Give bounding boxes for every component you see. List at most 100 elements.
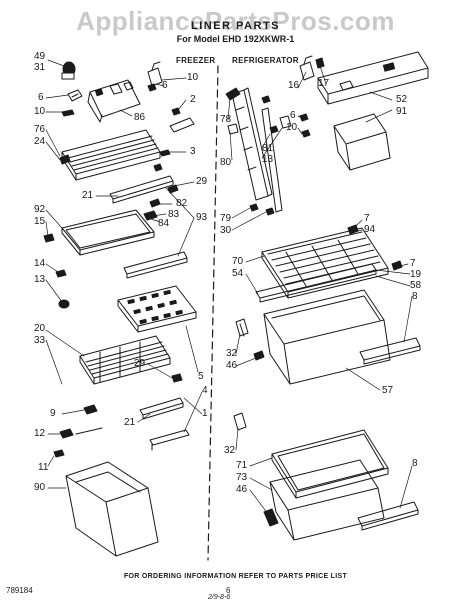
part-shelf-support [60,155,70,164]
callout-label: 71 [236,460,248,471]
callout-label: 79 [220,213,232,224]
part-freezer-tray [62,210,154,255]
callout-label: 2 [190,94,196,105]
part-tray-clip [44,234,54,242]
part-freezer-bin [66,462,158,556]
part-rail-screws [262,96,291,133]
part-shelf-clip-right [392,261,402,270]
part-bracket-hinge [300,56,324,80]
callout-label: 80 [220,157,232,168]
part-freezer-wire-shelf [62,130,160,180]
part-refrigerator-shelf [262,228,388,298]
part-ice-cube-tray [118,286,196,332]
part-pan-support [60,428,102,438]
callout-label: 54 [232,268,244,279]
callout-label: 49 [34,51,46,62]
part-lower-crisper-front [358,502,418,530]
callout-label: 90 [34,482,46,493]
callout-label: 9 [50,408,56,419]
callout-label: 15 [34,216,46,227]
callout-leader-lines [46,60,412,514]
part-refrigerator-control-housing [318,52,428,104]
callout-label: 46 [236,484,248,495]
part-crisper-pan [264,290,390,384]
part-shelf-slide [150,430,189,450]
part-pan-stop [54,450,64,457]
callout-label: 13 [262,154,274,165]
part-clip [68,90,82,101]
part-lower-wire-shelf [80,336,170,384]
part-bracket [148,62,162,86]
callout-label: 6 [290,110,296,121]
callout-label: 86 [134,112,146,123]
callout-label: 81 [262,143,274,154]
callout-label: 17 [318,78,330,89]
callout-label: 52 [396,94,408,105]
part-shelf-rail [110,176,173,203]
callout-label: 4 [202,385,208,396]
callout-label: 10 [286,122,298,133]
part-pan-slide-stop [254,351,264,360]
callout-label: 31 [34,62,46,73]
part-lower-crisper [270,460,384,540]
section-label-refrigerator: REFRIGERATOR [232,56,299,65]
model-subtitle: For Model EHD 192XKWR-1 [176,34,295,44]
part-cam [56,270,66,277]
part-light-shield [226,88,240,134]
part-lower-slide [234,413,246,430]
part-cam-lower [84,405,97,414]
callout-label: 32 [226,348,238,359]
callout-label: 92 [34,204,46,215]
callout-label: 32 [224,445,236,456]
callout-label: 19 [410,269,422,280]
part-cover-plate [170,118,194,132]
callout-label: 10 [187,72,199,83]
callout-label: 21 [82,190,94,201]
callout-label: 24 [34,136,46,147]
callout-label: 29 [196,176,208,187]
callout-label: 84 [158,218,170,229]
callout-label: 76 [34,124,46,135]
callout-label: 8 [412,458,418,469]
callout-label: 11 [38,462,49,473]
ordering-info-footer: FOR ORDERING INFORMATION REFER TO PARTS … [123,573,348,580]
callout-label: 16 [288,80,300,91]
callout-label: 1 [202,408,208,419]
part-bracket-pin [148,84,156,91]
callout-label: 13 [34,274,46,285]
part-control-housing [88,80,140,122]
part-lamp-bulb [62,62,75,79]
callout-label: 73 [236,472,248,483]
part-screw [62,110,74,116]
part-shelf-clip [348,225,358,234]
part-lower-rail [140,398,183,419]
part-support-button [59,300,69,308]
callout-label: 6 [38,92,44,103]
callout-label: 20 [34,323,46,334]
part-screw-3 [154,150,170,171]
callout-label: 33 [34,335,46,346]
part-dairy-bin [334,114,390,170]
part-shelf-end-cap [172,374,182,382]
callout-label: 12 [34,428,46,439]
part-front-rail [124,252,187,278]
callout-label: 93 [196,212,208,223]
callout-label: 83 [168,209,180,220]
document-code: 789184 [6,586,33,595]
callout-label: 14 [34,258,46,269]
part-pan-slide-left [236,319,248,336]
callout-label: 70 [232,256,244,267]
diagram-title: LINER PARTS [190,20,281,32]
part-rail-right [262,108,282,212]
callout-label: 10 [34,106,46,117]
watermark: AppliancePartsPros.com [76,6,395,36]
callout-label: 7 [410,258,416,269]
part-vertical-rail [232,88,272,200]
callout-label: 94 [364,224,376,235]
part-rail-bottom-screws [250,204,274,215]
callout-label: 78 [220,114,232,125]
callout-label: 6 [162,80,168,91]
callout-label: 8 [412,291,418,302]
callout-label: 58 [410,280,422,291]
